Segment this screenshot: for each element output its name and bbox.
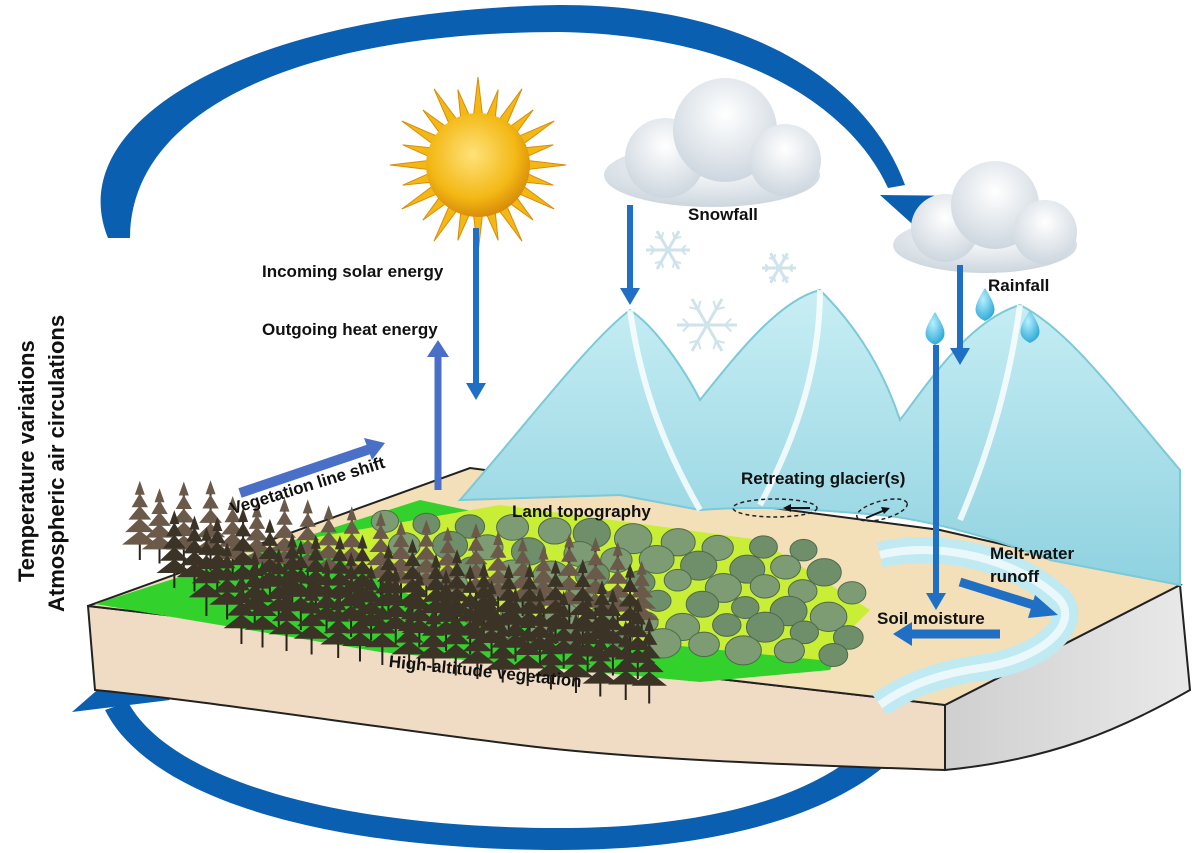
snow-cloud-icon (604, 78, 821, 207)
snowflake-icons (646, 230, 796, 352)
outgoing-heat-arrow (427, 340, 449, 490)
glacier-outlines (732, 498, 908, 522)
conifer-forest (122, 480, 668, 704)
snowfall-label: Snowfall (688, 205, 758, 224)
meltwater-runoff-arrow (958, 577, 1058, 618)
rainfall-label: Rainfall (988, 276, 1050, 295)
vertical-water-arrow (926, 345, 946, 610)
side-label-temperature: Temperature variations (14, 340, 39, 582)
incoming-solar-label: Incoming solar energy (262, 262, 444, 281)
snowfall-arrow (620, 205, 640, 305)
incoming-solar-arrow (466, 228, 486, 400)
circulation-arrow-top (100, 5, 975, 240)
mountains (457, 288, 1181, 587)
sun-icon (389, 76, 567, 254)
soil-moisture-arrow (893, 622, 1000, 646)
side-label-air-circulation: Atmospheric air circulations (44, 314, 69, 612)
vegetation-shift-arrow (238, 438, 385, 498)
meltwater-label-line2: runoff (990, 567, 1040, 586)
meltwater-label-line1: Melt-water (990, 544, 1075, 563)
land-topography-label: Land topography (512, 502, 651, 521)
soil-moisture-label: Soil moisture (877, 609, 985, 628)
raindrop-icons (925, 288, 1040, 345)
rainfall-arrow (950, 265, 970, 365)
outgoing-heat-label: Outgoing heat energy (262, 320, 438, 339)
retreating-glaciers-label: Retreating glacier(s) (741, 469, 906, 488)
rain-cloud-icon (893, 161, 1077, 273)
